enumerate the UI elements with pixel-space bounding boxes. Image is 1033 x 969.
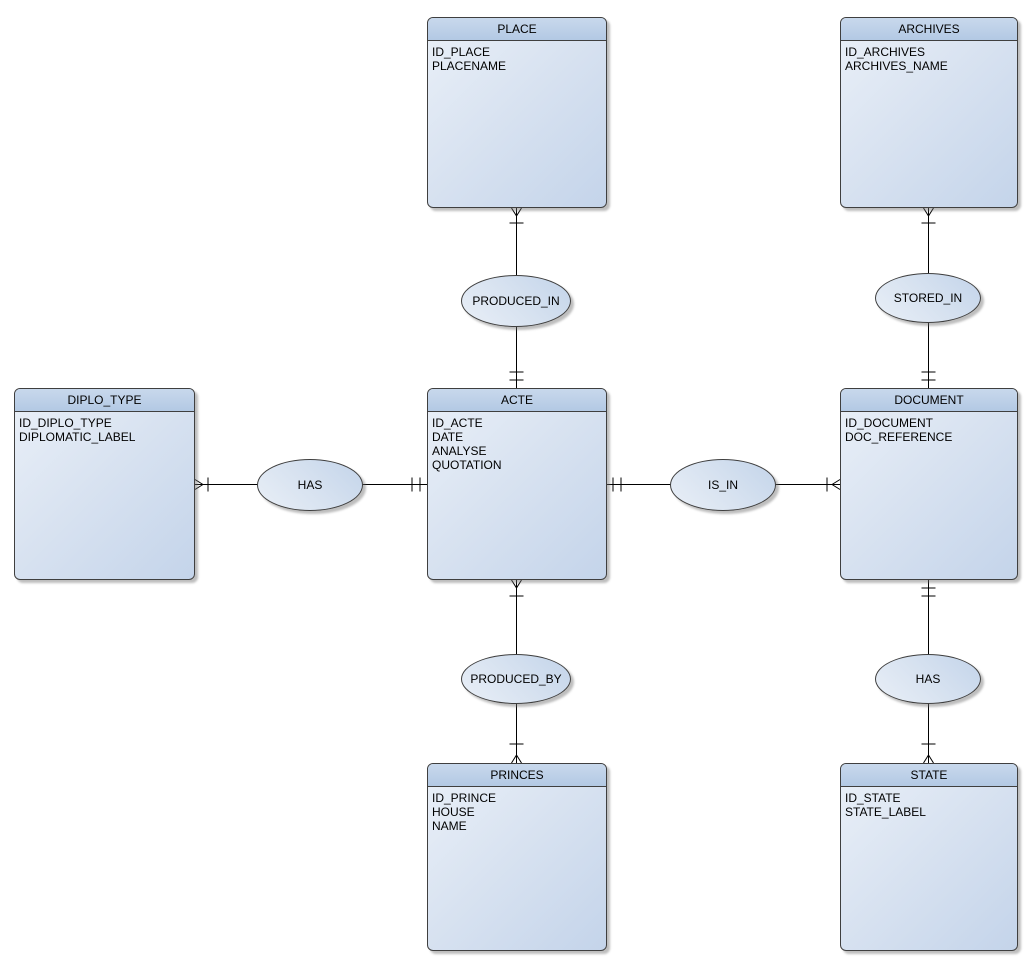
relationship-label: PRODUCED_IN [472, 294, 560, 308]
relationship-produced-by[interactable]: PRODUCED_BY [461, 654, 571, 704]
attribute: QUOTATION [432, 458, 502, 472]
attribute: ARCHIVES_NAME [845, 59, 948, 73]
double-tick-document-bottom [921, 587, 936, 597]
double-tick-acte-right [612, 477, 622, 492]
attribute: ANALYSE [432, 444, 487, 458]
attribute: ID_PLACE [432, 45, 491, 59]
attribute: ID_ACTE [432, 416, 483, 430]
relationship-label: STORED_IN [893, 291, 963, 305]
attribute: STATE_LABEL [845, 805, 926, 819]
entity-title: PLACE [428, 18, 606, 41]
attribute: ID_DIPLO_TYPE [19, 416, 112, 430]
double-tick-acte-left [411, 477, 421, 492]
crows-foot-acte-bottom [511, 579, 522, 589]
entity-attributes: ID_DIPLO_TYPE DIPLOMATIC_LABEL [15, 412, 194, 444]
relationship-label: IS_IN [707, 478, 738, 492]
relationship-produced-in[interactable]: PRODUCED_IN [461, 275, 571, 327]
relationship-label: HAS [915, 672, 941, 686]
crows-foot-princes [511, 754, 522, 764]
entity-title: DIPLO_TYPE [15, 389, 194, 412]
relationship-label: PRODUCED_BY [470, 672, 562, 686]
entity-archives[interactable]: ARCHIVES ID_ARCHIVES ARCHIVES_NAME [840, 17, 1018, 208]
attribute: ID_STATE [845, 791, 901, 805]
entity-attributes: ID_DOCUMENT DOC_REFERENCE [841, 412, 1017, 444]
attribute: DIPLOMATIC_LABEL [19, 430, 136, 444]
entity-title: STATE [841, 764, 1017, 787]
entity-princes[interactable]: PRINCES ID_PRINCE HOUSE NAME [427, 763, 607, 951]
attribute: DATE [432, 430, 464, 444]
double-tick-document-top [921, 371, 936, 381]
entity-attributes: ID_PRINCE HOUSE NAME [428, 787, 606, 833]
relationship-label: HAS [297, 478, 323, 492]
attribute: NAME [432, 819, 467, 833]
entity-state[interactable]: STATE ID_STATE STATE_LABEL [840, 763, 1018, 951]
attribute: HOUSE [432, 805, 475, 819]
crows-foot-archives [923, 207, 934, 217]
crows-foot-diplo-type [194, 479, 204, 490]
relationship-is-in[interactable]: IS_IN [670, 459, 776, 511]
entity-diplo-type[interactable]: DIPLO_TYPE ID_DIPLO_TYPE DIPLOMATIC_LABE… [14, 388, 195, 580]
attribute: DOC_REFERENCE [845, 430, 953, 444]
relationship-has-diplo-type[interactable]: HAS [257, 459, 363, 511]
relationship-has-state[interactable]: HAS [875, 654, 981, 704]
entity-document[interactable]: DOCUMENT ID_DOCUMENT DOC_REFERENCE [840, 388, 1018, 580]
entity-place[interactable]: PLACE ID_PLACE PLACENAME [427, 17, 607, 208]
crows-foot-document [831, 479, 841, 490]
entity-acte[interactable]: ACTE ID_ACTE DATE ANALYSE QUOTATION [427, 388, 607, 580]
entity-attributes: ID_ACTE DATE ANALYSE QUOTATION [428, 412, 606, 472]
attribute: ID_ARCHIVES [845, 45, 926, 59]
entity-attributes: ID_STATE STATE_LABEL [841, 787, 1017, 819]
attribute: ID_PRINCE [432, 791, 497, 805]
entity-title: ACTE [428, 389, 606, 412]
attribute: PLACENAME [432, 59, 507, 73]
double-tick-acte-top [509, 371, 524, 381]
attribute: ID_DOCUMENT [845, 416, 934, 430]
entity-title: ARCHIVES [841, 18, 1017, 41]
entity-title: PRINCES [428, 764, 606, 787]
entity-title: DOCUMENT [841, 389, 1017, 412]
entity-attributes: ID_ARCHIVES ARCHIVES_NAME [841, 41, 1017, 73]
crows-foot-state [923, 754, 934, 764]
relationship-stored-in[interactable]: STORED_IN [875, 273, 981, 323]
crows-foot-place [511, 207, 522, 217]
entity-attributes: ID_PLACE PLACENAME [428, 41, 606, 73]
